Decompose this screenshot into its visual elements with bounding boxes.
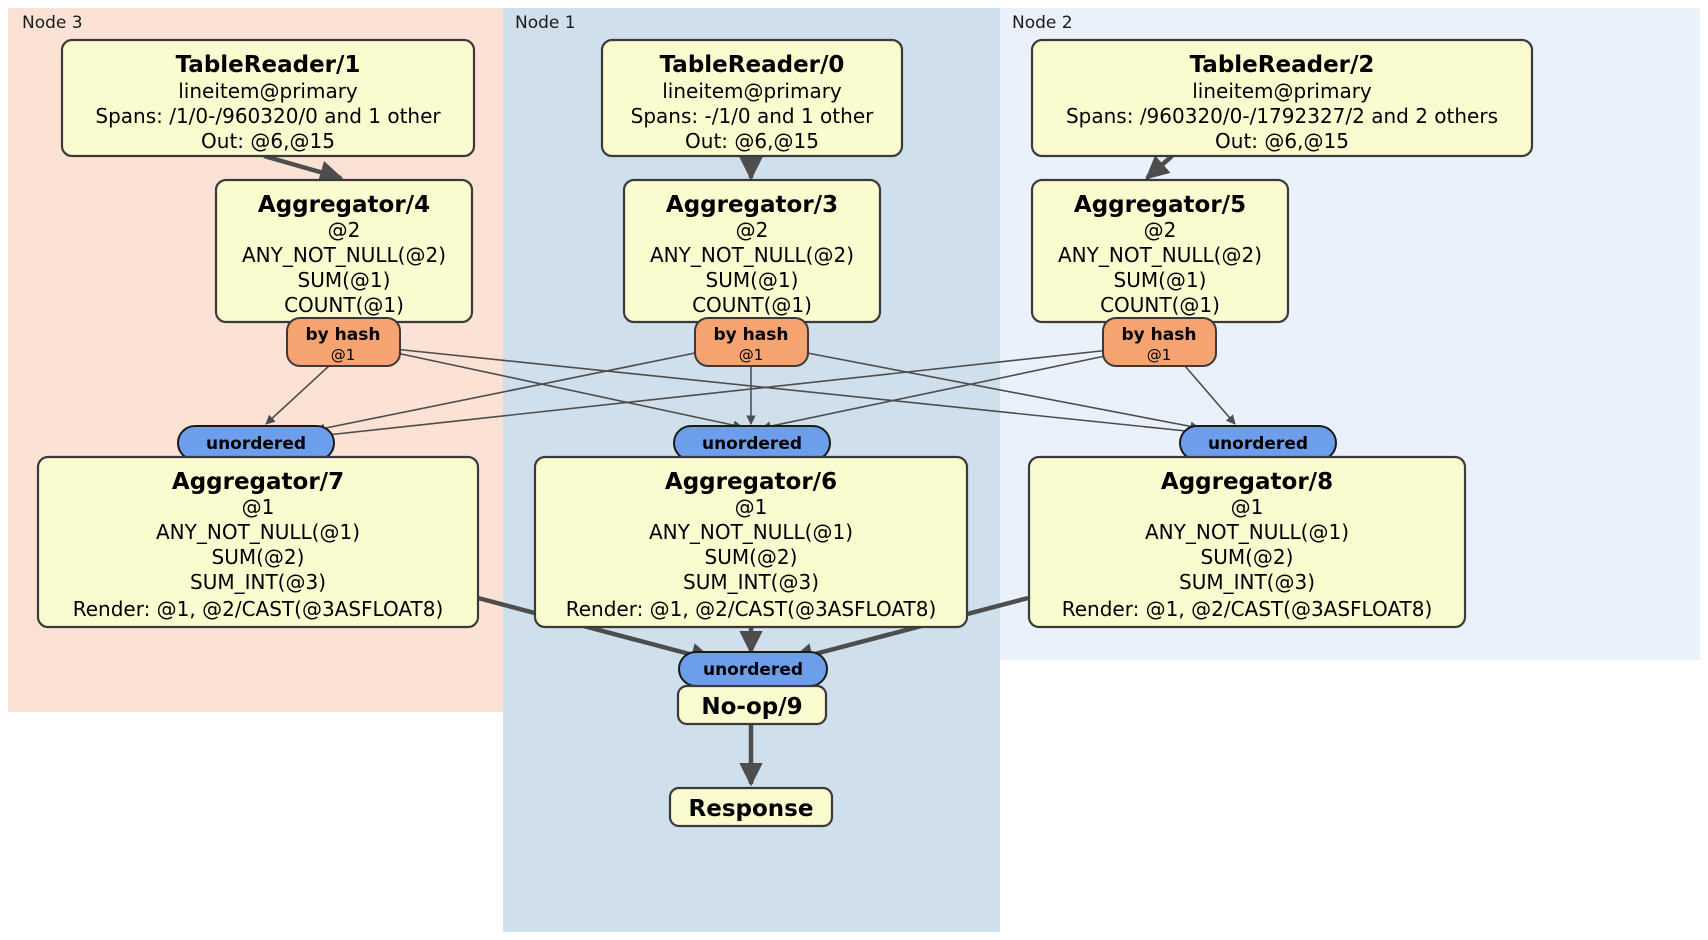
aggregator7-line-0: @1 [242, 495, 275, 519]
aggregator6-title: Aggregator/6 [665, 469, 837, 495]
processor-tablereader0[interactable]: TableReader/0 lineitem@primary Spans: -/… [600, 38, 904, 158]
aggregator5-line-1: ANY_NOT_NULL(@2) [1058, 243, 1262, 267]
aggregator4-line-2: SUM(@1) [298, 268, 391, 292]
tablereader0-line-0: lineitem@primary [662, 79, 842, 103]
aggregator5-line-0: @2 [1144, 218, 1177, 242]
badge-unordered-final[interactable]: unordered [678, 651, 828, 687]
tablereader2-line-0: lineitem@primary [1192, 79, 1372, 103]
aggregator5-title: Aggregator/5 [1074, 192, 1246, 218]
badge-unordered-center-label: unordered [702, 434, 802, 454]
hash-router-edges [265, 348, 1236, 440]
processor-tablereader2[interactable]: TableReader/2 lineitem@primary Spans: /9… [1030, 38, 1534, 158]
tablereader1-line-0: lineitem@primary [178, 79, 358, 103]
edge-hashright-to-unordered-left [317, 349, 1111, 440]
aggregator7-line-1: ANY_NOT_NULL(@1) [156, 520, 360, 544]
aggregator3-line-2: SUM(@1) [706, 268, 799, 292]
edge-hashcenter-to-unordered-right [801, 351, 1200, 432]
tablereader1-line-2: Out: @6,@15 [201, 129, 335, 153]
aggregator6-line-3: SUM_INT(@3) [683, 570, 819, 594]
aggregator6-line-2: SUM(@2) [705, 545, 798, 569]
processor-aggregator8[interactable]: Aggregator/8 @1 ANY_NOT_NULL(@1) SUM(@2)… [1027, 455, 1467, 629]
tablereader1-line-1: Spans: /1/0-/960320/0 and 1 other [95, 104, 441, 128]
aggregator7-line-4: Render: @1, @2/CAST(@3ASFLOAT8) [73, 597, 444, 621]
edge-hashright-to-unordered-center [761, 354, 1111, 431]
tablereader2-line-2: Out: @6,@15 [1215, 129, 1349, 153]
aggregator4-line-3: COUNT(@1) [284, 293, 404, 317]
edge-hashleft-to-unordered-right [393, 348, 1197, 436]
badge-byhash-left-label: by hash [306, 325, 381, 345]
edge-aggregator8-to-unordered-final [789, 595, 1029, 666]
aggregator7-title: Aggregator/7 [172, 469, 344, 495]
aggregator4-line-0: @2 [328, 218, 361, 242]
badge-byhash-left-sub: @1 [331, 346, 356, 364]
aggregator3-line-1: ANY_NOT_NULL(@2) [650, 243, 854, 267]
badge-byhash-left[interactable]: by hash @1 [286, 317, 401, 367]
aggregator6-line-1: ANY_NOT_NULL(@1) [649, 520, 853, 544]
edge-hashleft-to-unordered-center [391, 351, 743, 430]
aggregator3-line-0: @2 [736, 218, 769, 242]
tablereader0-line-1: Spans: -/1/0 and 1 other [631, 104, 874, 128]
badge-unordered-left-label: unordered [206, 434, 306, 454]
processor-aggregator6[interactable]: Aggregator/6 @1 ANY_NOT_NULL(@1) SUM(@2)… [533, 455, 969, 629]
edge-tablereader1-to-aggregator4 [263, 153, 344, 184]
edge-aggregator7-to-unordered-final [477, 595, 715, 666]
tablereader1-title: TableReader/1 [176, 52, 361, 78]
badge-unordered-right[interactable]: unordered [1179, 425, 1337, 461]
node-panel-label-node3: Node 3 [22, 13, 83, 33]
badge-unordered-right-label: unordered [1208, 434, 1308, 454]
tablereader0-title: TableReader/0 [660, 52, 845, 78]
processor-aggregator7[interactable]: Aggregator/7 @1 ANY_NOT_NULL(@1) SUM(@2)… [36, 455, 480, 629]
aggregator7-line-2: SUM(@2) [212, 545, 305, 569]
tablereader0-line-2: Out: @6,@15 [685, 129, 819, 153]
edge-hashleft-to-unordered-left [265, 364, 331, 425]
badge-byhash-center-sub: @1 [739, 346, 764, 364]
tablereader2-title: TableReader/2 [1190, 52, 1375, 78]
processor-aggregator3[interactable]: Aggregator/3 @2 ANY_NOT_NULL(@2) SUM(@1)… [622, 178, 882, 324]
processor-noop9[interactable]: No-op/9 [676, 684, 828, 726]
edge-hashright-to-unordered-right [1184, 365, 1236, 425]
node-panel-label-node2: Node 2 [1012, 13, 1073, 33]
aggregator3-line-3: COUNT(@1) [692, 293, 812, 317]
aggregator6-line-0: @1 [735, 495, 768, 519]
badge-byhash-right[interactable]: by hash @1 [1102, 317, 1217, 367]
aggregator8-title: Aggregator/8 [1161, 469, 1333, 495]
badge-byhash-right-label: by hash [1122, 325, 1197, 345]
processor-tablereader1[interactable]: TableReader/1 lineitem@primary Spans: /1… [60, 38, 476, 158]
processor-response[interactable]: Response [668, 786, 834, 828]
aggregator4-line-1: ANY_NOT_NULL(@2) [242, 243, 446, 267]
aggregator4-title: Aggregator/4 [258, 192, 430, 218]
aggregator5-line-3: COUNT(@1) [1100, 293, 1220, 317]
aggregator8-line-4: Render: @1, @2/CAST(@3ASFLOAT8) [1062, 597, 1433, 621]
aggregator8-line-0: @1 [1231, 495, 1264, 519]
node-panel-label-node1: Node 1 [515, 13, 576, 33]
aggregator6-line-4: Render: @1, @2/CAST(@3ASFLOAT8) [566, 597, 937, 621]
aggregator8-line-2: SUM(@2) [1201, 545, 1294, 569]
aggregator8-line-1: ANY_NOT_NULL(@1) [1145, 520, 1349, 544]
badge-byhash-center-label: by hash [714, 325, 789, 345]
badge-byhash-right-sub: @1 [1147, 346, 1172, 364]
edge-tablereader2-to-aggregator5 [1145, 154, 1174, 180]
processor-aggregator4[interactable]: Aggregator/4 @2 ANY_NOT_NULL(@2) SUM(@1)… [214, 178, 474, 324]
aggregator3-title: Aggregator/3 [666, 192, 838, 218]
noop9-title: No-op/9 [701, 694, 802, 720]
tablereader-to-aggregator-edges [263, 153, 1174, 184]
edge-hashcenter-to-unordered-left [315, 351, 701, 433]
badge-unordered-final-label: unordered [703, 660, 803, 680]
badge-byhash-center[interactable]: by hash @1 [694, 317, 809, 367]
processor-aggregator5[interactable]: Aggregator/5 @2 ANY_NOT_NULL(@2) SUM(@1)… [1030, 178, 1290, 324]
aggregator5-line-2: SUM(@1) [1114, 268, 1207, 292]
badge-unordered-left[interactable]: unordered [177, 425, 335, 461]
aggregator7-line-3: SUM_INT(@3) [190, 570, 326, 594]
aggregator8-line-3: SUM_INT(@3) [1179, 570, 1315, 594]
tablereader2-line-1: Spans: /960320/0-/1792327/2 and 2 others [1066, 104, 1498, 128]
badge-unordered-center[interactable]: unordered [673, 425, 831, 461]
response-title: Response [689, 796, 814, 822]
